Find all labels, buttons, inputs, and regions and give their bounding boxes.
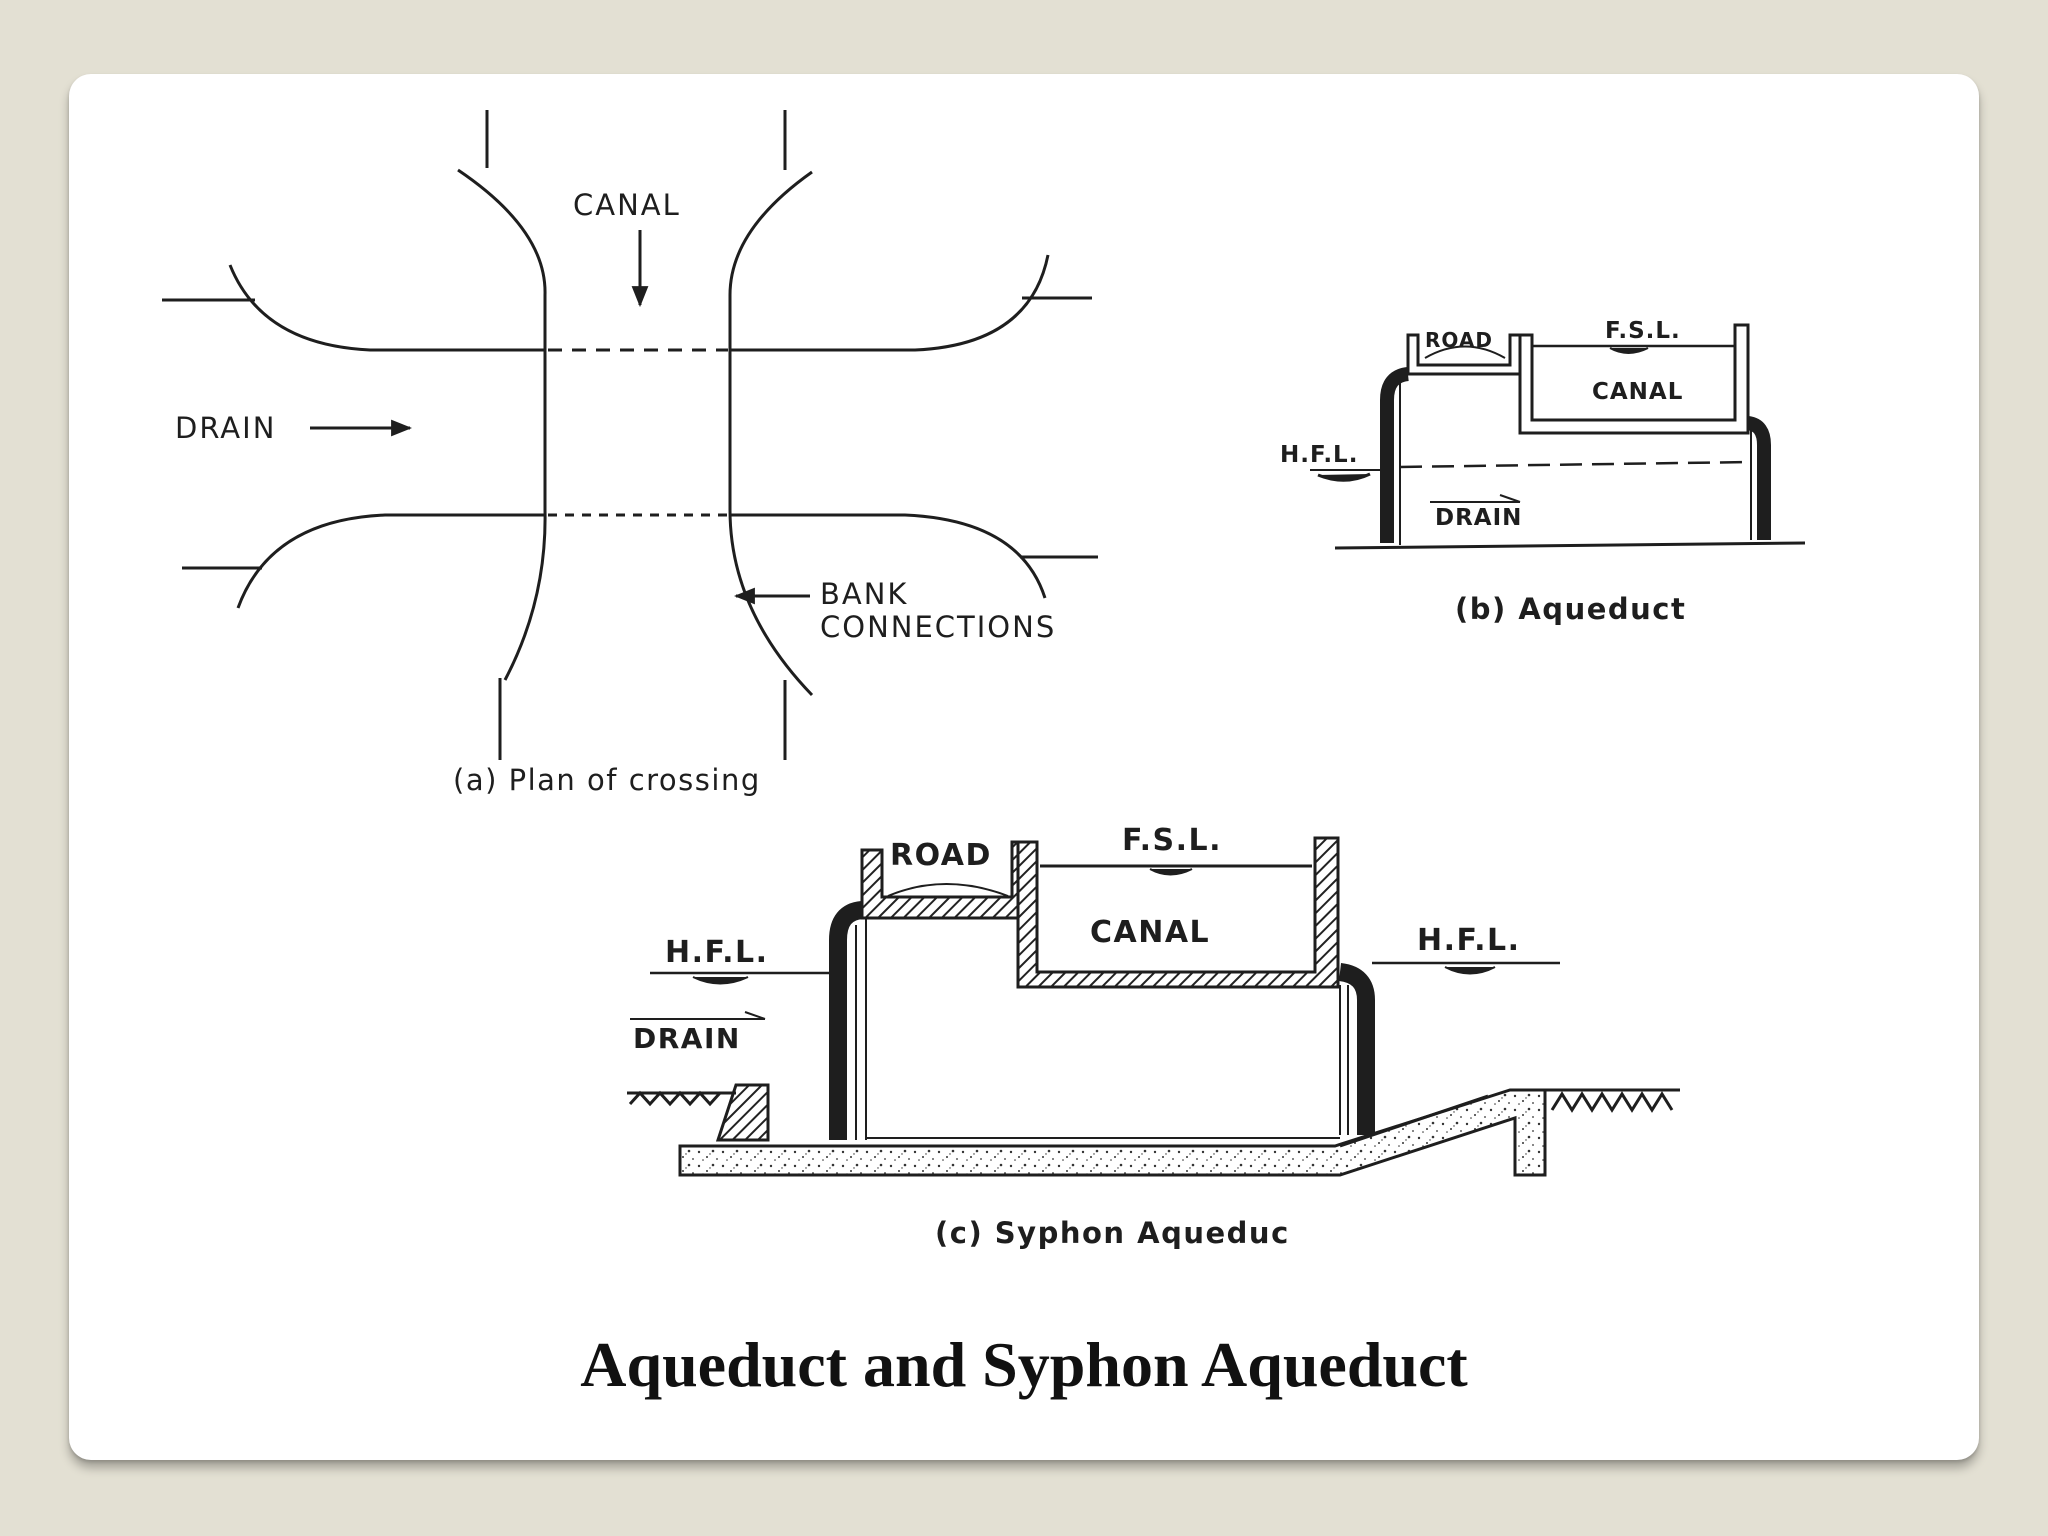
aqueduct-drain-label: DRAIN — [1435, 505, 1522, 531]
plan-caption: (a) Plan of crossing — [453, 763, 761, 797]
aqueduct-fsl-label: F.S.L. — [1605, 318, 1681, 344]
plan-of-crossing — [162, 110, 1098, 760]
aqueduct-caption: (b) Aqueduct — [1455, 592, 1686, 626]
aqueduct-hfl-label: H.F.L. — [1280, 442, 1358, 468]
slide-title: Aqueduct and Syphon Aqueduct — [580, 1329, 1468, 1400]
aqueduct-canal-label: CANAL — [1592, 379, 1683, 405]
syphon-road-label: ROAD — [890, 838, 992, 873]
canal-bank-right — [728, 110, 814, 760]
aqueduct-section — [1310, 323, 1806, 550]
syphon-drain-label: DRAIN — [633, 1022, 741, 1055]
plan-drain-label: DRAIN — [175, 411, 276, 445]
plan-bank-label-line2: CONNECTIONS — [820, 610, 1056, 644]
canal-bank-left — [457, 110, 547, 760]
syphon-hfl-right-label: H.F.L. — [1417, 923, 1521, 958]
drain-bank-bottom-left — [182, 513, 545, 609]
syphon-aqueduct-section — [627, 836, 1680, 1177]
syphon-hfl-left-label: H.F.L. — [665, 935, 769, 970]
syphon-canal-label: CANAL — [1090, 915, 1210, 950]
plan-canal-label: CANAL — [573, 188, 681, 222]
plan-bank-label-line1: BANK — [820, 577, 908, 611]
aqueduct-road-label: ROAD — [1425, 328, 1493, 352]
syphon-fsl-label: F.S.L. — [1122, 823, 1222, 858]
drain-bank-bottom-right — [730, 513, 1098, 599]
syphon-caption: (c) Syphon Aqueduc — [935, 1216, 1290, 1250]
drain-bank-top-left — [162, 264, 545, 352]
drain-bank-top-right — [730, 254, 1092, 352]
